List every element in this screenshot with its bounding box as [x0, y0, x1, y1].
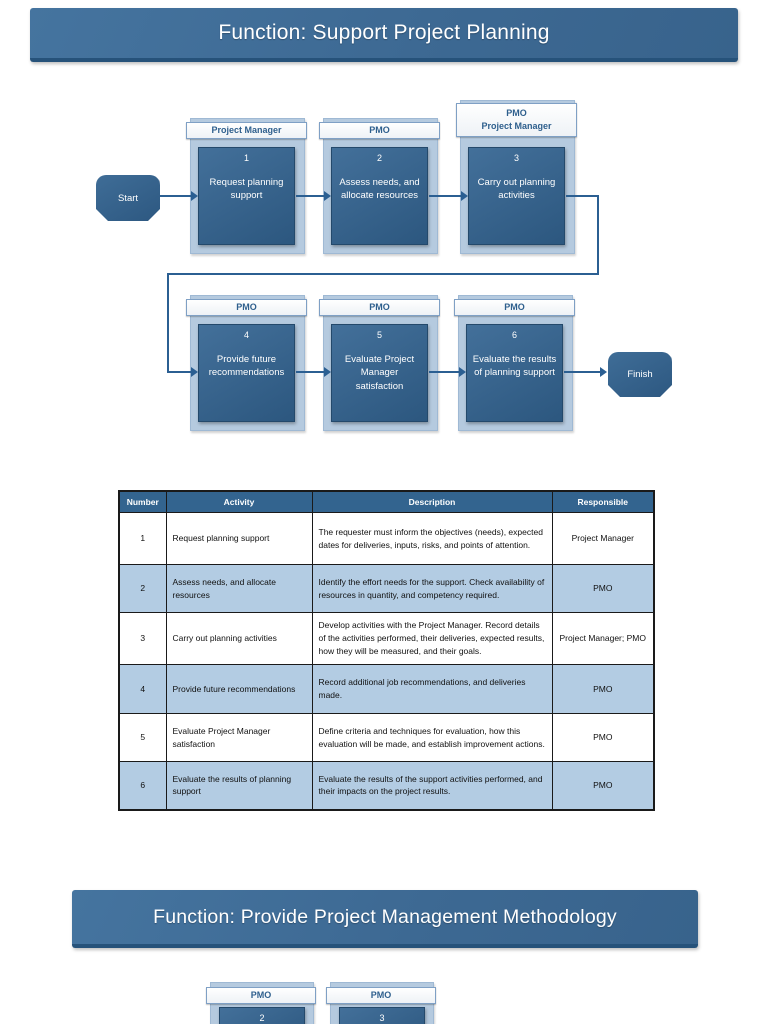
arrowhead-step1 — [191, 191, 198, 201]
flow-step1-box: 1 Request planning support — [198, 147, 295, 245]
flow-step5-role: PMO — [369, 301, 390, 312]
col-header-description: Description — [311, 490, 553, 513]
table-row: 2 Assess needs, and allocate resources I… — [118, 564, 655, 613]
flow-step2-role: PMO — [369, 124, 390, 135]
flow-step6-number: 6 — [511, 330, 517, 340]
cell-number: 3 — [118, 612, 167, 665]
cell-activity: Provide future recommendations — [165, 664, 313, 714]
flow2-step3-role: PMO — [370, 989, 392, 1000]
table-row: 5 Evaluate Project Manager satisfaction … — [118, 713, 655, 762]
col-header-number: Number — [118, 490, 167, 513]
connector-return-down — [167, 273, 169, 373]
connector-into-step4 — [167, 371, 191, 373]
flow-step4-role-header: PMO — [186, 299, 307, 316]
flow-step3-role-header: PMO Project Manager — [456, 103, 577, 137]
cell-activity: Evaluate Project Manager satisfaction — [165, 713, 313, 762]
section2-title-banner: Function: Provide Project Management Met… — [72, 890, 698, 948]
flow2-step2-number: 2 — [259, 1013, 265, 1023]
cell-description: Identify the effort needs for the suppor… — [311, 564, 553, 613]
cell-responsible: PMO — [551, 564, 655, 613]
flow-step5-label: Evaluate Project Manager satisfaction — [344, 354, 415, 392]
cell-activity: Evaluate the results of planning support — [165, 761, 313, 810]
flow-finish-node: Finish — [608, 352, 672, 397]
table-row: 3 Carry out planning activities Develop … — [118, 612, 655, 665]
flow-step1-label: Request planning support — [209, 177, 284, 202]
flow-step6-role-header: PMO — [454, 299, 575, 316]
flow-step2-role-header: PMO — [319, 122, 440, 139]
flow-step3-role: PMO — [506, 107, 527, 118]
cell-description: Define criteria and techniques for evalu… — [311, 713, 553, 762]
connector-step2-step3 — [429, 195, 461, 197]
flow-step6-label: Evaluate the results of planning support — [472, 354, 557, 379]
flow2-step3-box: 3 — [339, 1007, 425, 1024]
arrowhead-step6 — [459, 367, 466, 377]
table-row: 1 Request planning support The requester… — [118, 512, 655, 565]
flow-step1-role-header: Project Manager — [186, 122, 307, 139]
cell-description: Record additional job recommendations, a… — [311, 664, 553, 714]
connector-step6-finish — [564, 371, 600, 373]
col-header-activity: Activity — [165, 490, 313, 513]
flow-step4-box: 4 Provide future recommendations — [198, 324, 295, 422]
cell-responsible: Project Manager — [551, 512, 655, 565]
flow-step1-number: 1 — [243, 153, 249, 163]
connector-step1-step2 — [296, 195, 324, 197]
cell-responsible: Project Manager; PMO — [551, 612, 655, 665]
cell-description: The requester must inform the objectives… — [311, 512, 553, 565]
flow2-step2-role-header: PMO — [206, 987, 316, 1004]
cell-number: 2 — [118, 564, 167, 613]
flow-step2-number: 2 — [376, 153, 382, 163]
flow-step2-box: 2 Assess needs, and allocate resources — [331, 147, 428, 245]
connector-step5-step6 — [429, 371, 459, 373]
cell-description: Develop activities with the Project Mana… — [311, 612, 553, 665]
cell-description: Evaluate the results of the support acti… — [311, 761, 553, 810]
connector-return-horizontal — [167, 273, 599, 275]
cell-responsible: PMO — [551, 713, 655, 762]
arrowhead-step2 — [324, 191, 331, 201]
flow-step2-label: Assess needs, and allocate resources — [339, 177, 420, 202]
flow-start-node: Start — [96, 175, 160, 221]
connector-step3-exit — [566, 195, 599, 197]
flow-step3-number: 3 — [513, 153, 519, 163]
flow2-step2-role: PMO — [250, 989, 272, 1000]
table-row: 4 Provide future recommendations Record … — [118, 664, 655, 714]
cell-number: 4 — [118, 664, 167, 714]
arrowhead-step5 — [324, 367, 331, 377]
cell-responsible: PMO — [551, 664, 655, 714]
flow2-step3-number: 3 — [379, 1013, 385, 1023]
flow2-step2-box: 2 — [219, 1007, 305, 1024]
flow-step5-box: 5 Evaluate Project Manager satisfaction — [331, 324, 428, 422]
table-header-row: Number Activity Description Responsible — [118, 490, 655, 513]
flow-step3-role-line2: Project Manager — [481, 121, 552, 131]
flow-step6-box: 6 Evaluate the results of planning suppo… — [466, 324, 563, 422]
col-header-responsible: Responsible — [551, 490, 655, 513]
section1-title-banner: Function: Support Project Planning — [30, 8, 738, 62]
connector-step4-step5 — [296, 371, 324, 373]
flow-step6-role: PMO — [504, 301, 525, 312]
flow-step5-role-header: PMO — [319, 299, 440, 316]
cell-number: 1 — [118, 512, 167, 565]
flow-step5-number: 5 — [376, 330, 382, 340]
cell-number: 6 — [118, 761, 167, 810]
flow-step4-number: 4 — [243, 330, 249, 340]
section1-title: Function: Support Project Planning — [218, 21, 550, 44]
flow-step4-role: PMO — [236, 301, 257, 312]
cell-activity: Request planning support — [165, 512, 313, 565]
section2-title: Function: Provide Project Management Met… — [153, 905, 617, 928]
flow-step1-role: Project Manager — [211, 124, 282, 135]
cell-activity: Assess needs, and allocate resources — [165, 564, 313, 613]
cell-number: 5 — [118, 713, 167, 762]
connector-step3-down — [597, 195, 599, 275]
arrowhead-finish — [600, 367, 607, 377]
flow2-step3-role-header: PMO — [326, 987, 436, 1004]
connector-start-step1 — [160, 195, 191, 197]
flow-step3-label: Carry out planning activities — [477, 177, 556, 202]
table-row: 6 Evaluate the results of planning suppo… — [118, 761, 655, 810]
arrowhead-step4 — [191, 367, 198, 377]
flow-step4-label: Provide future recommendations — [208, 354, 285, 379]
cell-activity: Carry out planning activities — [165, 612, 313, 665]
activity-table: Number Activity Description Responsible … — [118, 490, 655, 811]
cell-responsible: PMO — [551, 761, 655, 810]
arrowhead-step3 — [461, 191, 468, 201]
flow-step3-box: 3 Carry out planning activities — [468, 147, 565, 245]
